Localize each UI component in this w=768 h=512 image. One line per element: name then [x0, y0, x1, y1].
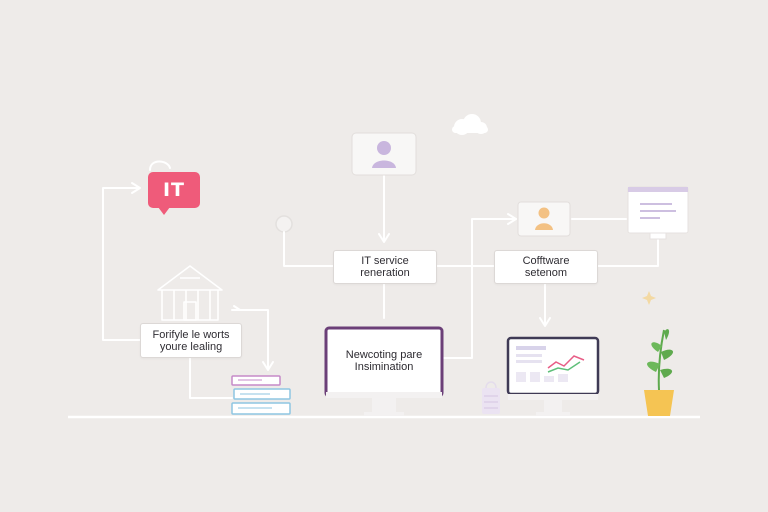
shopping-bag-icon	[482, 381, 500, 414]
it-badge: IT	[148, 172, 200, 215]
center-monitor-text: Newcoting pare Insimination	[330, 332, 438, 390]
cloud-icon	[452, 114, 488, 135]
book-stack-icon	[231, 375, 291, 415]
user-avatar-icon	[351, 132, 417, 176]
laptop-monitor-icon	[324, 326, 444, 416]
center-monitor-line2: Insimination	[354, 361, 414, 373]
document-card	[627, 186, 689, 240]
right-label-line2: setenom	[524, 267, 568, 279]
left-label-line2: youre lealing	[159, 340, 223, 353]
center-monitor-line1: Newcoting pare	[345, 349, 423, 361]
plant-icon	[644, 329, 674, 416]
left-label-line1: Forifyle le worts	[152, 328, 230, 341]
person-icon	[517, 201, 571, 237]
house-icon	[157, 265, 223, 321]
connectors	[102, 160, 659, 399]
center-label-line1: IT service	[361, 255, 409, 267]
left-label-box: Forifyle le worts youre lealing	[140, 323, 242, 358]
analytics-monitor	[506, 336, 600, 416]
right-label-line1: Cofftware	[522, 255, 570, 267]
right-label-box: Cofftware setenom	[494, 250, 598, 284]
sparkle-icon	[642, 291, 656, 305]
it-badge-text: IT	[162, 179, 186, 201]
center-label-box: IT service reneration	[333, 250, 437, 284]
center-label-line2: reneration	[360, 267, 410, 279]
